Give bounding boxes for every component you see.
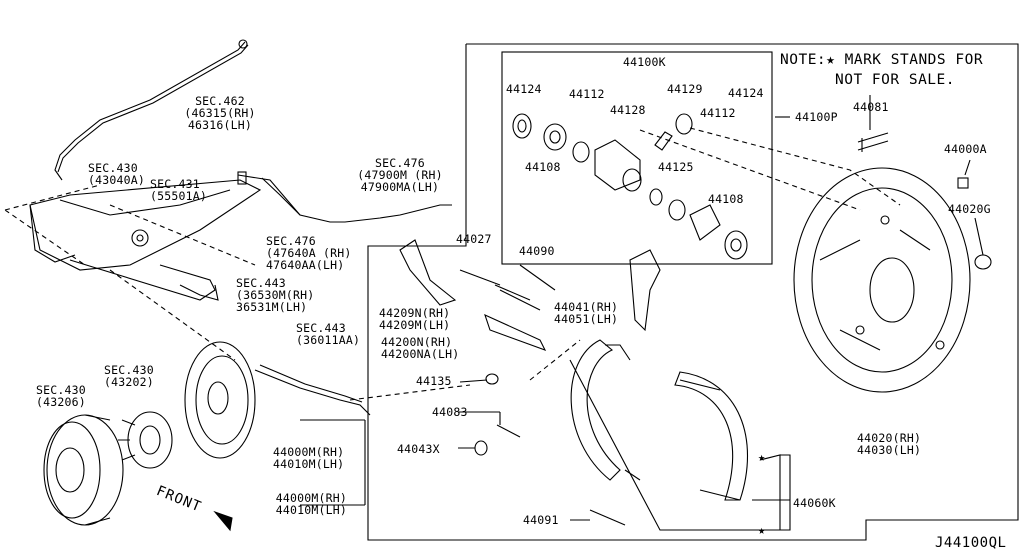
sec443b-label: SEC.443(36011AA) (296, 321, 361, 347)
subassembly-frame (367, 43, 1019, 541)
not-for-sale-star-icon: ★ (758, 450, 766, 464)
part-44108-left: 44108 (525, 160, 561, 174)
brake-pipe (54, 41, 246, 181)
backing-plate-inner-label: 44000M(RH)44010M(LH) (273, 445, 345, 471)
brake-shoe-left (570, 339, 621, 481)
diagram-code: J44100QL (935, 535, 1007, 551)
part-44083: 44083 (432, 405, 468, 419)
sec443a-label: SEC.443(36530M(RH)36531M(LH) (236, 276, 315, 314)
part-44129: 44129 (667, 82, 703, 96)
sec476a-label: SEC.476(47900M (RH)47900MA(LH) (357, 156, 443, 194)
sec430b-label: SEC.430(43202) (104, 363, 154, 389)
part-44100p: 44100P (795, 110, 838, 124)
part-44027: 44027 (456, 232, 492, 246)
part-44125: 44125 (658, 160, 694, 174)
part-44000a: 44000A (944, 142, 987, 156)
note-line-2: NOT FOR SALE. (835, 72, 955, 88)
note-line-1: NOTE:★ MARK STANDS FOR (780, 52, 984, 68)
sec430c-label: SEC.430(43206) (36, 383, 86, 409)
sec431-label: SEC.431(55501A) (150, 177, 207, 203)
backing-plate-outer-label: 44000M(RH)44010M(LH) (275, 491, 347, 517)
front-arrow-shape (213, 510, 233, 532)
part-44124-right: 44124 (728, 86, 764, 100)
part-44200n: 44200N(RH)44200NA(LH) (381, 335, 460, 361)
not-for-sale-star-icon: ★ (758, 523, 766, 537)
brake-shoe-right (674, 371, 748, 501)
sec476b-label: SEC.476(47640A (RH)47640AA(LH) (266, 234, 352, 272)
part-44112-b: 44112 (700, 106, 736, 120)
part-44209n: 44209N(RH)44209M(LH) (379, 306, 451, 332)
backing-plate-large (793, 167, 971, 393)
part-44060k: 44060K (793, 496, 836, 510)
parking-cable (254, 369, 371, 416)
part-44041: 44041(RH)44051(LH) (554, 300, 619, 326)
sec430a-label: SEC.430(43040A) (88, 161, 145, 187)
part-44135: 44135 (416, 374, 452, 388)
kit-box (501, 51, 773, 265)
part-44091: 44091 (523, 513, 559, 527)
part-44090: 44090 (519, 244, 555, 258)
part-44020g: 44020G (948, 202, 991, 216)
backing-plate-small (184, 341, 256, 459)
sensor-harness (237, 174, 452, 223)
part-44124-left: 44124 (506, 82, 542, 96)
part-44020: 44020(RH)44030(LH) (857, 431, 922, 457)
part-44128: 44128 (610, 103, 646, 117)
part-44043x: 44043X (397, 442, 440, 456)
part-44081: 44081 (853, 100, 889, 114)
axle-beam (29, 179, 262, 271)
part-44112-a: 44112 (569, 87, 605, 101)
hub-bearing (127, 411, 173, 469)
part-44100k: 44100K (623, 55, 666, 69)
wheel-cylinder (594, 139, 641, 191)
brake-drum (46, 414, 124, 526)
part-44108-right: 44108 (708, 192, 744, 206)
sec462-label: SEC.462(46315(RH)46316(LH) (184, 94, 256, 132)
